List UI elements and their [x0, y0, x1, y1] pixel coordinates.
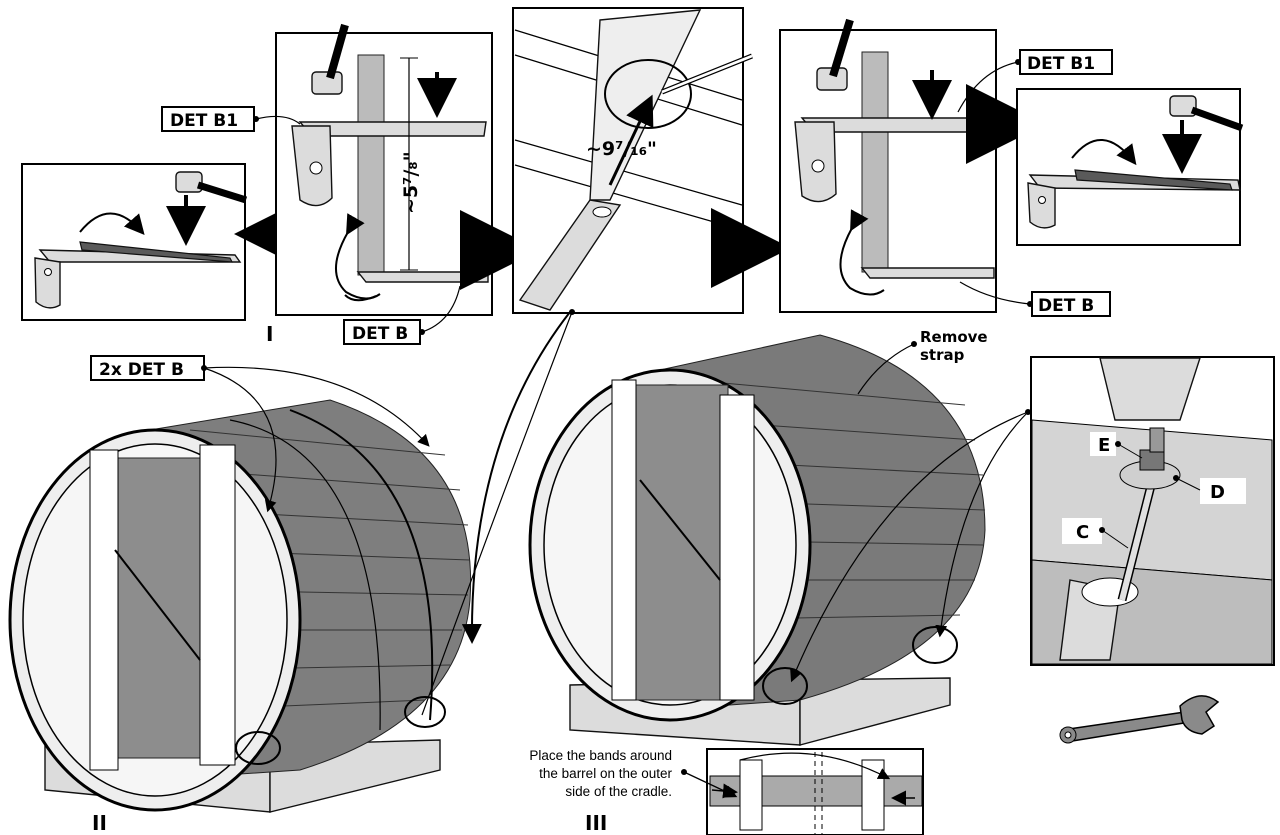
- barrel-step-three: [528, 334, 986, 746]
- tag-det-b-right: DET B: [959, 281, 1111, 317]
- svg-text:DET B1: DET B1: [1027, 54, 1095, 74]
- dimension-height: ~5⁷/₈": [400, 151, 422, 214]
- tag-det-b-left: DET B: [343, 285, 461, 345]
- cradle-note: Place the bands around the barrel on the…: [529, 748, 738, 799]
- panel-hammer-right: [1016, 88, 1244, 246]
- wrench-icon: [1059, 695, 1220, 744]
- svg-text:2x DET B: 2x DET B: [99, 360, 184, 380]
- arrow-measure-to-barrel: [461, 311, 571, 644]
- svg-text:the barrel on the outer: the barrel on the outer: [539, 766, 672, 781]
- hammer-icon: [311, 71, 343, 95]
- step-three-label: III: [585, 811, 607, 835]
- step-one-label: I: [266, 322, 273, 346]
- barrel-step-two: [8, 399, 472, 813]
- svg-text:side of the cradle.: side of the cradle.: [565, 784, 672, 799]
- part-label-d: D: [1173, 475, 1246, 504]
- svg-text:DET B1: DET B1: [170, 111, 238, 131]
- svg-text:DET B: DET B: [1038, 296, 1094, 316]
- panel-bracket-measure: ~5⁷/₈": [275, 23, 493, 316]
- svg-text:DET B: DET B: [352, 324, 408, 344]
- panel-hammer-left: [21, 163, 248, 321]
- svg-text:Remove: Remove: [920, 328, 988, 346]
- svg-text:D: D: [1210, 482, 1225, 503]
- svg-text:E: E: [1098, 435, 1110, 456]
- hammer-icon: [175, 171, 203, 193]
- annotation-remove-strap: Remove strap: [857, 328, 988, 395]
- part-label-e: E: [1090, 432, 1143, 459]
- tag-det-b1-left: DET B1: [161, 106, 301, 132]
- panel-cradle-detail: [706, 748, 924, 835]
- panel-bracket-right: [779, 18, 997, 313]
- panel-bolt-detail: [1030, 356, 1275, 666]
- svg-text:C: C: [1076, 522, 1089, 543]
- tag-2x-det-b: 2x DET B: [90, 355, 430, 513]
- svg-text:Place the bands around: Place the bands around: [529, 748, 672, 763]
- step-two-label: II: [92, 811, 107, 835]
- part-label-c: C: [1062, 518, 1129, 549]
- svg-text:strap: strap: [920, 346, 965, 364]
- panel-measure-depth: ~9⁷/₁₆": [512, 7, 753, 314]
- tag-det-b1-right: DET B1: [957, 49, 1113, 113]
- hammer-icon: [1169, 95, 1197, 117]
- dimension-depth: ~9⁷/₁₆": [586, 138, 657, 160]
